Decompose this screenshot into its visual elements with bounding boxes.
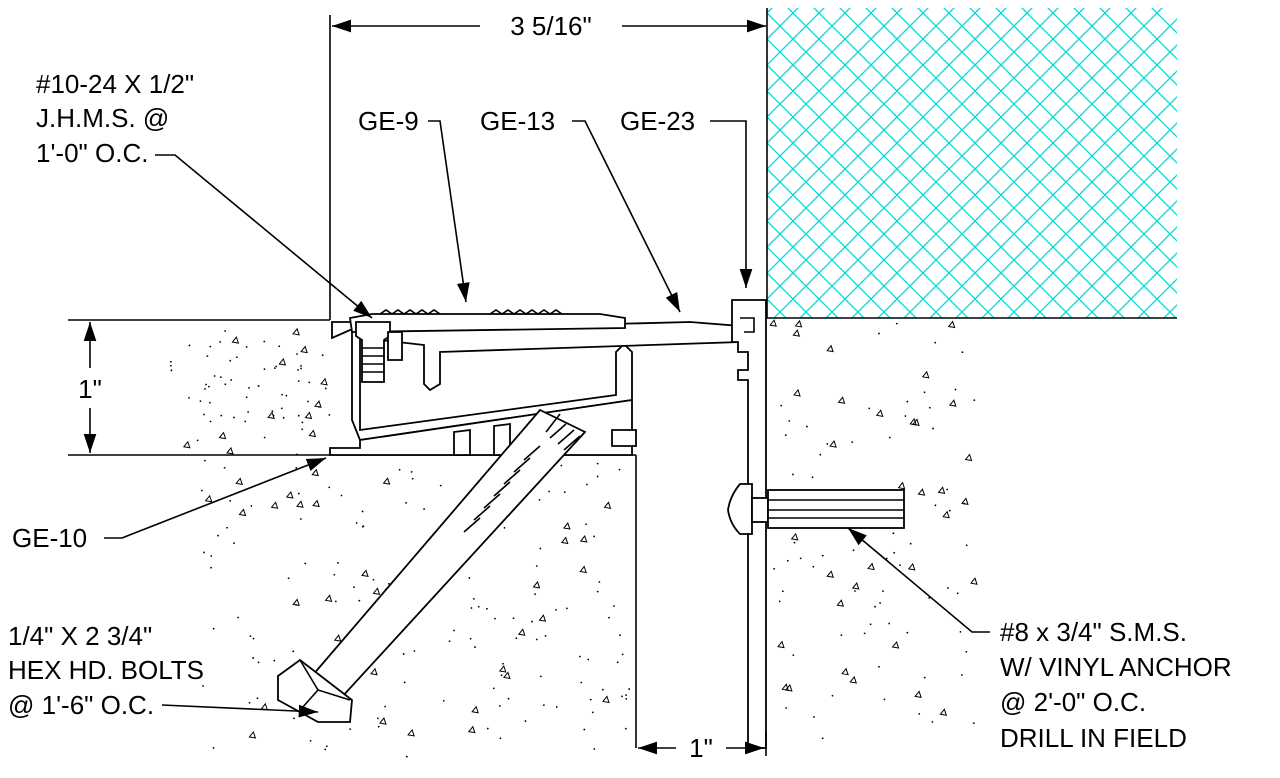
ge9-tread (348, 309, 626, 333)
dimension-overall: 3 5/16" (332, 11, 766, 41)
dim-overall-text: 3 5/16" (510, 11, 592, 41)
vinyl-anchor-screw (727, 483, 905, 535)
hex-bolt (277, 408, 587, 723)
leader-lines (104, 120, 990, 718)
dim-gap-text: 1" (689, 733, 713, 763)
dim-depth-text: 1" (78, 374, 102, 404)
anchor-label-line4: DRILL IN FIELD (1000, 723, 1187, 753)
wall-hatch (766, 8, 1177, 319)
screw-label-line1: #10-24 X 1/2" (36, 69, 194, 99)
dimension-gap: 1" (638, 732, 767, 763)
machine-screw (355, 321, 403, 383)
screw-label-line3: 1'-0" O.C. (36, 138, 148, 168)
bolt-label-line3: @ 1'-6" O.C. (8, 690, 154, 720)
ge23-label: GE-23 (620, 106, 695, 136)
bolt-label-line1: 1/4" X 2 3/4" (8, 621, 152, 651)
ge13-cover-plate (379, 321, 741, 392)
ge9-label: GE-9 (358, 106, 419, 136)
ge13-label: GE-13 (480, 106, 555, 136)
bolt-label-line2: HEX HD. BOLTS (8, 655, 204, 685)
screw-label-line2: J.H.M.S. @ (36, 103, 169, 133)
anchor-label-line2: W/ VINYL ANCHOR (1000, 652, 1232, 682)
ge10-label: GE-10 (12, 523, 87, 553)
anchor-label-line1: #8 x 3/4" S.M.S. (1000, 617, 1187, 647)
dimension-depth: 1" (78, 322, 102, 453)
anchor-label-line3: @ 2'-0" O.C. (1000, 687, 1146, 717)
